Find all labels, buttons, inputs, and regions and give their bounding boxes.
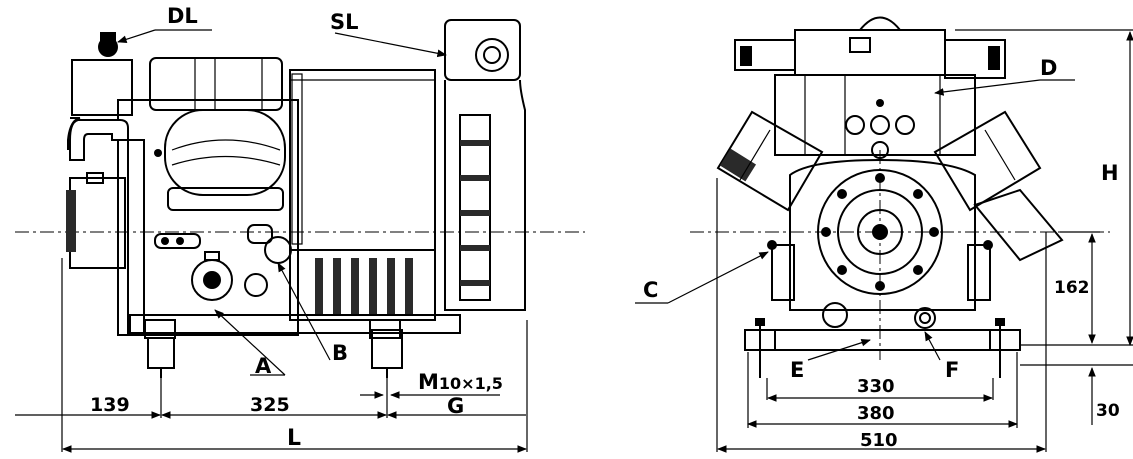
motor-cover <box>289 69 436 251</box>
dim-l: L <box>287 426 301 451</box>
end-cover-bolts <box>66 190 76 252</box>
crankcase <box>117 99 299 336</box>
dim-380: 380 <box>857 403 895 424</box>
thread-label: M10×1,5 <box>418 370 503 394</box>
suction-housing <box>444 79 526 311</box>
e-leader <box>807 338 871 361</box>
label-d: D <box>1040 56 1057 80</box>
dim-g: G <box>447 394 464 418</box>
cylinder-head-right <box>933 110 1064 262</box>
dim-139: 139 <box>90 394 130 416</box>
bearing-flange <box>817 169 943 295</box>
oil-heater-port <box>264 236 292 264</box>
label-sl: SL <box>330 10 359 34</box>
suction-port <box>475 38 509 72</box>
discharge-pipe <box>69 119 129 161</box>
oil-reservoir <box>164 109 286 196</box>
bracket-left <box>771 244 795 301</box>
fin-lines <box>315 258 413 316</box>
thread-main: M <box>418 370 439 394</box>
bracket-right <box>967 244 991 301</box>
label-dl: DL <box>167 4 198 28</box>
dim-h: H <box>1101 161 1119 185</box>
sl-leader <box>334 32 447 58</box>
suction-valve-block <box>444 19 521 81</box>
front-view: D C E F H 162 330 380 510 30 <box>635 16 1133 453</box>
oil-fitting <box>154 233 201 249</box>
motor-fins <box>289 249 436 321</box>
label-a: A <box>255 354 272 378</box>
dim-325: 325 <box>250 394 290 416</box>
b-leader <box>277 262 331 361</box>
flange-bolts <box>821 173 939 291</box>
label-e: E <box>790 358 804 382</box>
label-c: C <box>643 278 658 302</box>
a-leader <box>214 309 286 376</box>
c-leader <box>667 251 769 304</box>
d-leader <box>934 79 1041 96</box>
crankcase-front <box>789 158 976 311</box>
label-f: F <box>945 358 959 382</box>
side-view: DL SL A B M10×1,5 139 325 G L <box>15 4 585 453</box>
port-e <box>822 302 848 328</box>
dim-30: 30 <box>1096 401 1120 421</box>
mount-bolt-right <box>371 329 403 369</box>
dim-510: 510 <box>860 430 898 451</box>
port-f <box>914 307 936 329</box>
thread-sub: 10×1,5 <box>439 374 503 393</box>
label-b: B <box>332 341 348 365</box>
f-leader <box>924 331 941 361</box>
discharge-valve-block <box>71 59 133 116</box>
oil-pump-badge <box>244 273 268 297</box>
base-rail <box>744 329 1021 351</box>
end-cover <box>69 177 126 269</box>
base-plate <box>129 314 461 334</box>
dim-330: 330 <box>857 376 895 397</box>
dl-leader <box>117 29 156 43</box>
mount-bolt-left <box>147 337 175 369</box>
cylinder-head-left <box>716 110 824 212</box>
dim-162: 162 <box>1054 278 1090 298</box>
